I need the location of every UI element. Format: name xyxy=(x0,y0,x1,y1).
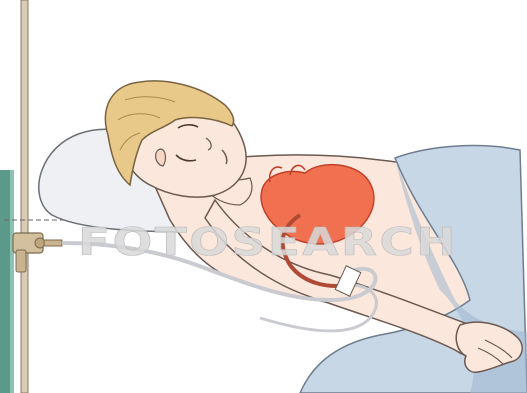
left-wall-highlight xyxy=(10,170,14,393)
iv-pole xyxy=(21,0,28,393)
watermark-text: FOTOSEARCH xyxy=(78,220,458,264)
